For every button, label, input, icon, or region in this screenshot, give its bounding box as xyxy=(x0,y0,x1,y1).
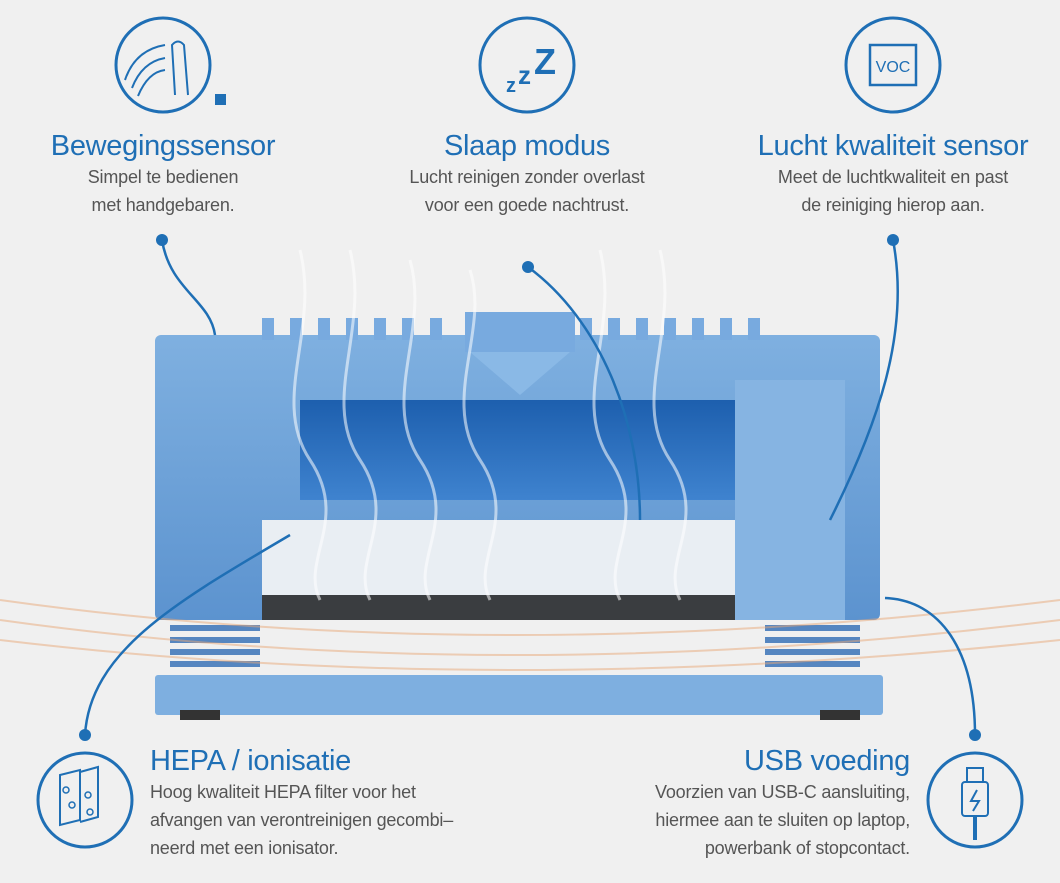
zzz-letters: z xyxy=(506,75,516,97)
air-purifier-cutaway xyxy=(0,249,1060,720)
feature-air-quality: Lucht kwaliteit sensor Meet de luchtkwal… xyxy=(758,130,1029,219)
feature-line: powerbank of stopcontact. xyxy=(704,838,910,858)
feature-title: USB voeding xyxy=(744,745,910,777)
feature-line: Lucht reinigen zonder overlast xyxy=(409,167,645,187)
callout-lines xyxy=(83,239,977,736)
feature-sleep: Slaap modus Lucht reinigen zonder overla… xyxy=(409,130,644,219)
feature-title: HEPA / ionisatie xyxy=(150,745,351,777)
feature-line: Voorzien van USB-C aansluiting, xyxy=(655,782,910,802)
feature-line: afvangen van verontreinigen gecombi– xyxy=(150,810,454,830)
voc-label: VOC xyxy=(876,59,911,76)
feature-line: hiermee aan te sluiten op laptop, xyxy=(655,810,910,830)
feature-motion: Bewegingssensor Simpel te bedienen met h… xyxy=(50,130,276,219)
feature-line: neerd met een ionisator. xyxy=(150,838,339,858)
feature-line: voor een goede nachtrust. xyxy=(424,195,630,215)
feature-line: Meet de luchtkwaliteit en past xyxy=(777,167,1009,187)
zzz-sleep-icon xyxy=(478,16,576,114)
feature-usb: USB voeding Voorzien van USB-C aansluiti… xyxy=(655,745,910,862)
hand-wave-icon xyxy=(114,16,212,114)
feature-line: met handgebaren. xyxy=(91,195,235,215)
svg-text:Z: Z xyxy=(534,41,556,82)
feature-title: Slaap modus xyxy=(444,130,610,162)
callout-dots xyxy=(79,234,981,741)
voc-chip-icon xyxy=(844,16,942,114)
usb-cable-icon xyxy=(926,751,1024,849)
feature-hepa: HEPA / ionisatie Hoog kwaliteit HEPA fil… xyxy=(150,745,453,862)
feature-title: Bewegingssensor xyxy=(50,130,276,162)
filter-layers-icon xyxy=(36,751,134,849)
feature-line: de reiniging hierop aan. xyxy=(801,195,985,215)
feature-line: Hoog kwaliteit HEPA filter voor het xyxy=(150,782,416,802)
feature-line: Simpel te bedienen xyxy=(87,167,239,187)
feature-title: Lucht kwaliteit sensor xyxy=(757,130,1029,162)
svg-text:z: z xyxy=(518,60,531,90)
